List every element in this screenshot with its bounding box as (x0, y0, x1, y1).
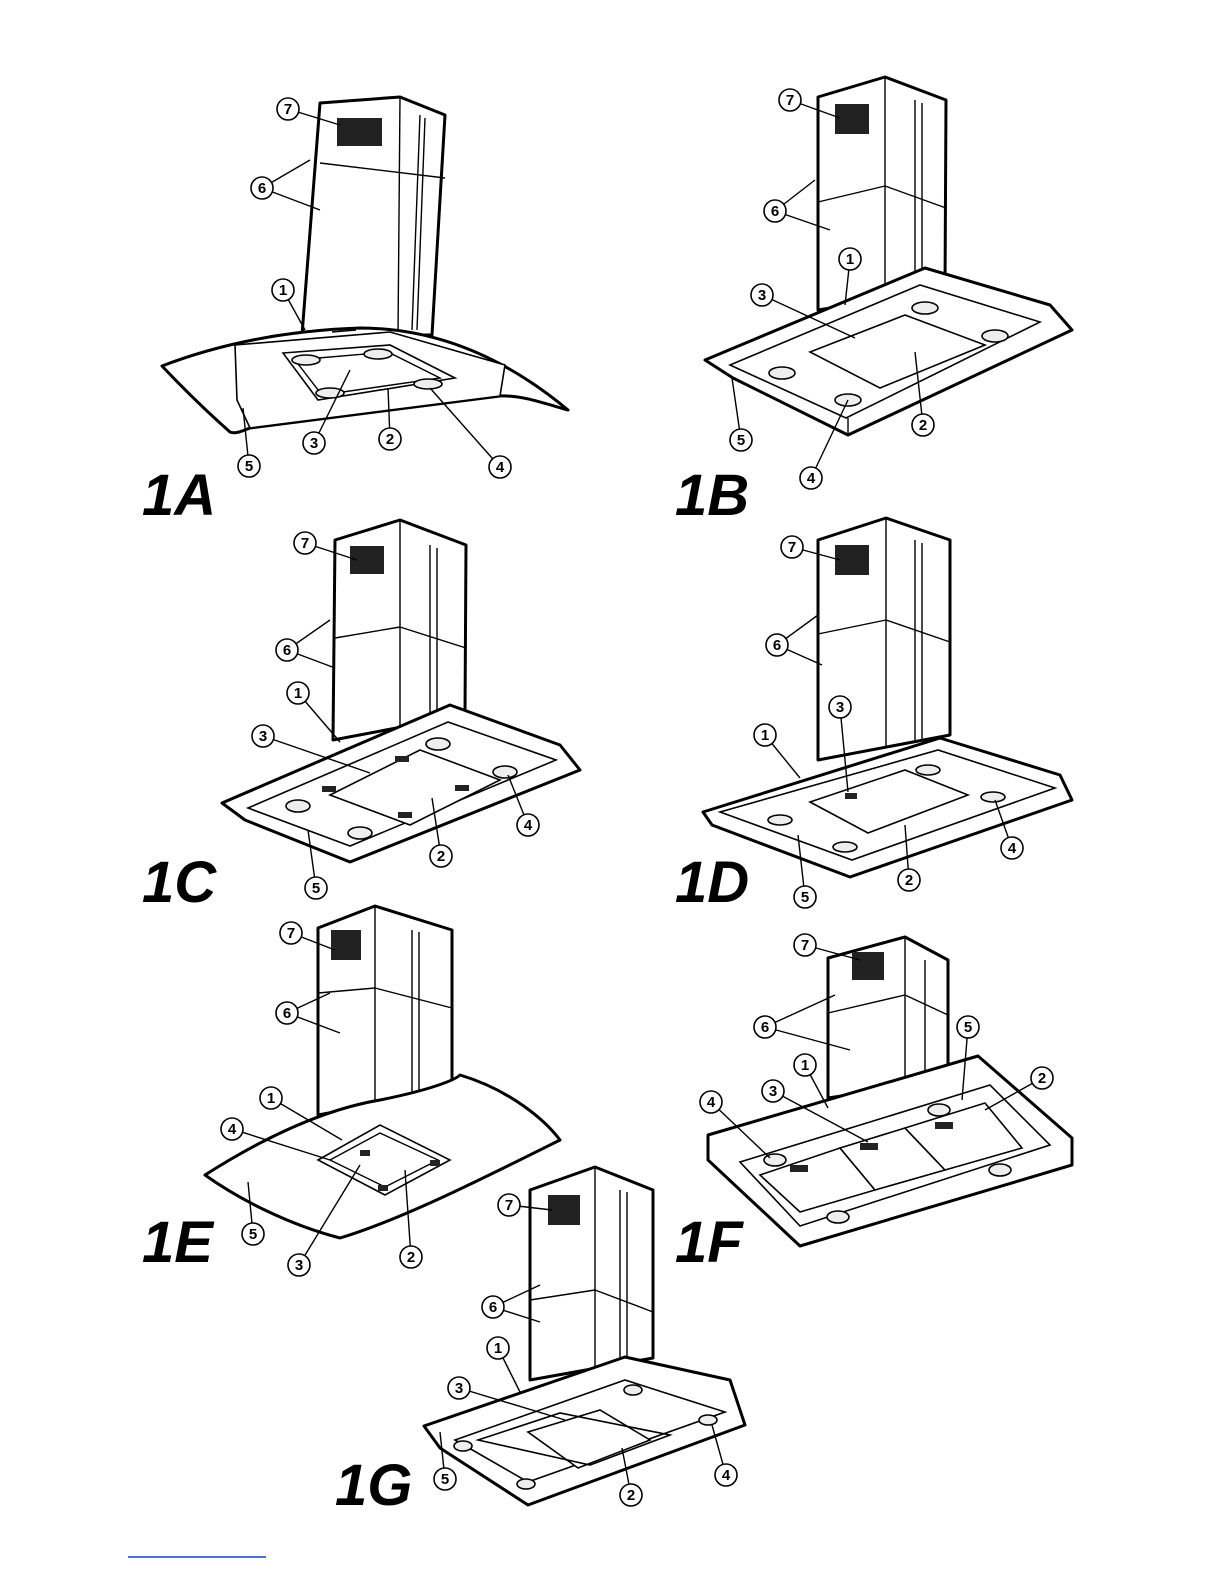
callout-1a-6: 6 (251, 160, 320, 210)
callout-1c-6: 6 (276, 620, 335, 668)
callout-number: 6 (761, 1019, 769, 1036)
callout-1g-1: 1 (487, 1337, 520, 1392)
callout-number: 6 (771, 203, 779, 220)
callout-number: 7 (301, 535, 309, 552)
callout-number: 3 (769, 1083, 777, 1100)
callout-number: 7 (505, 1197, 513, 1214)
figure-label-1e: 1E (142, 1210, 215, 1275)
figure-label-1d: 1D (675, 850, 749, 915)
callout-number: 5 (245, 458, 253, 475)
callout-number: 1 (761, 727, 769, 744)
callout-number: 6 (283, 1005, 291, 1022)
callout-number: 2 (905, 872, 913, 889)
figure-label-1c: 1C (142, 850, 217, 915)
callout-number: 7 (284, 101, 292, 118)
callout-number: 2 (919, 417, 927, 434)
figure-1c (222, 520, 580, 862)
callout-number: 4 (707, 1094, 716, 1111)
vent-grille-1g (548, 1195, 580, 1225)
callout-number: 1 (294, 685, 302, 702)
callout-number: 5 (249, 1226, 257, 1243)
callout-number: 1 (846, 251, 854, 268)
callout-number: 4 (228, 1121, 237, 1138)
callout-1d-6: 6 (766, 615, 822, 665)
callout-number: 7 (786, 92, 794, 109)
callout-number: 3 (295, 1257, 303, 1274)
callout-number: 6 (489, 1299, 497, 1316)
callout-number: 3 (455, 1380, 463, 1397)
callout-number: 5 (312, 880, 320, 897)
vent-grille-1f (852, 952, 884, 980)
vent-grille-1a (337, 118, 382, 146)
callout-number: 2 (437, 848, 445, 865)
figure-label-1f: 1F (675, 1210, 744, 1275)
callout-number: 6 (773, 637, 781, 654)
callout-number: 2 (407, 1249, 415, 1266)
vent-grille-1d (835, 545, 869, 575)
callout-number: 3 (836, 699, 844, 716)
vent-grille-1e (331, 930, 361, 960)
figure-1d (703, 518, 1072, 877)
callout-number: 5 (801, 889, 809, 906)
callout-number: 4 (807, 470, 816, 487)
callout-1a-4: 4 (430, 388, 511, 478)
callout-number: 3 (310, 435, 318, 452)
callout-number: 7 (788, 539, 796, 556)
callout-number: 5 (737, 432, 745, 449)
callout-number: 2 (386, 431, 394, 448)
callout-number: 7 (801, 937, 809, 954)
callout-number: 4 (722, 1467, 731, 1484)
callout-number: 4 (524, 817, 533, 834)
callout-number: 4 (1008, 840, 1017, 857)
footer-rule (128, 1556, 266, 1558)
callout-1a-1: 1 (272, 279, 305, 330)
figure-label-1a: 1A (142, 463, 216, 528)
callout-number: 6 (283, 642, 291, 659)
callout-1d-1: 1 (754, 724, 800, 778)
callout-number: 1 (279, 282, 287, 299)
callout-number: 5 (964, 1019, 972, 1036)
callout-number: 1 (494, 1340, 502, 1357)
callout-number: 6 (258, 180, 266, 197)
callout-number: 3 (259, 728, 267, 745)
callout-number: 2 (627, 1487, 635, 1504)
callout-number: 1 (267, 1090, 275, 1107)
figure-label-1g: 1G (335, 1453, 412, 1518)
callout-number: 7 (287, 925, 295, 942)
callout-1b-5: 5 (730, 378, 752, 451)
callout-number: 4 (496, 459, 505, 476)
callout-number: 5 (441, 1471, 449, 1488)
callout-number: 2 (1038, 1070, 1046, 1087)
figure-label-1b: 1B (675, 463, 749, 528)
vent-grille-1b (835, 104, 869, 134)
callout-number: 1 (801, 1057, 809, 1074)
figure-1a (162, 97, 568, 433)
figure-1e (205, 906, 560, 1238)
callout-1f-1: 1 (794, 1054, 828, 1108)
callout-number: 3 (758, 287, 766, 304)
figure-1b (705, 77, 1072, 435)
